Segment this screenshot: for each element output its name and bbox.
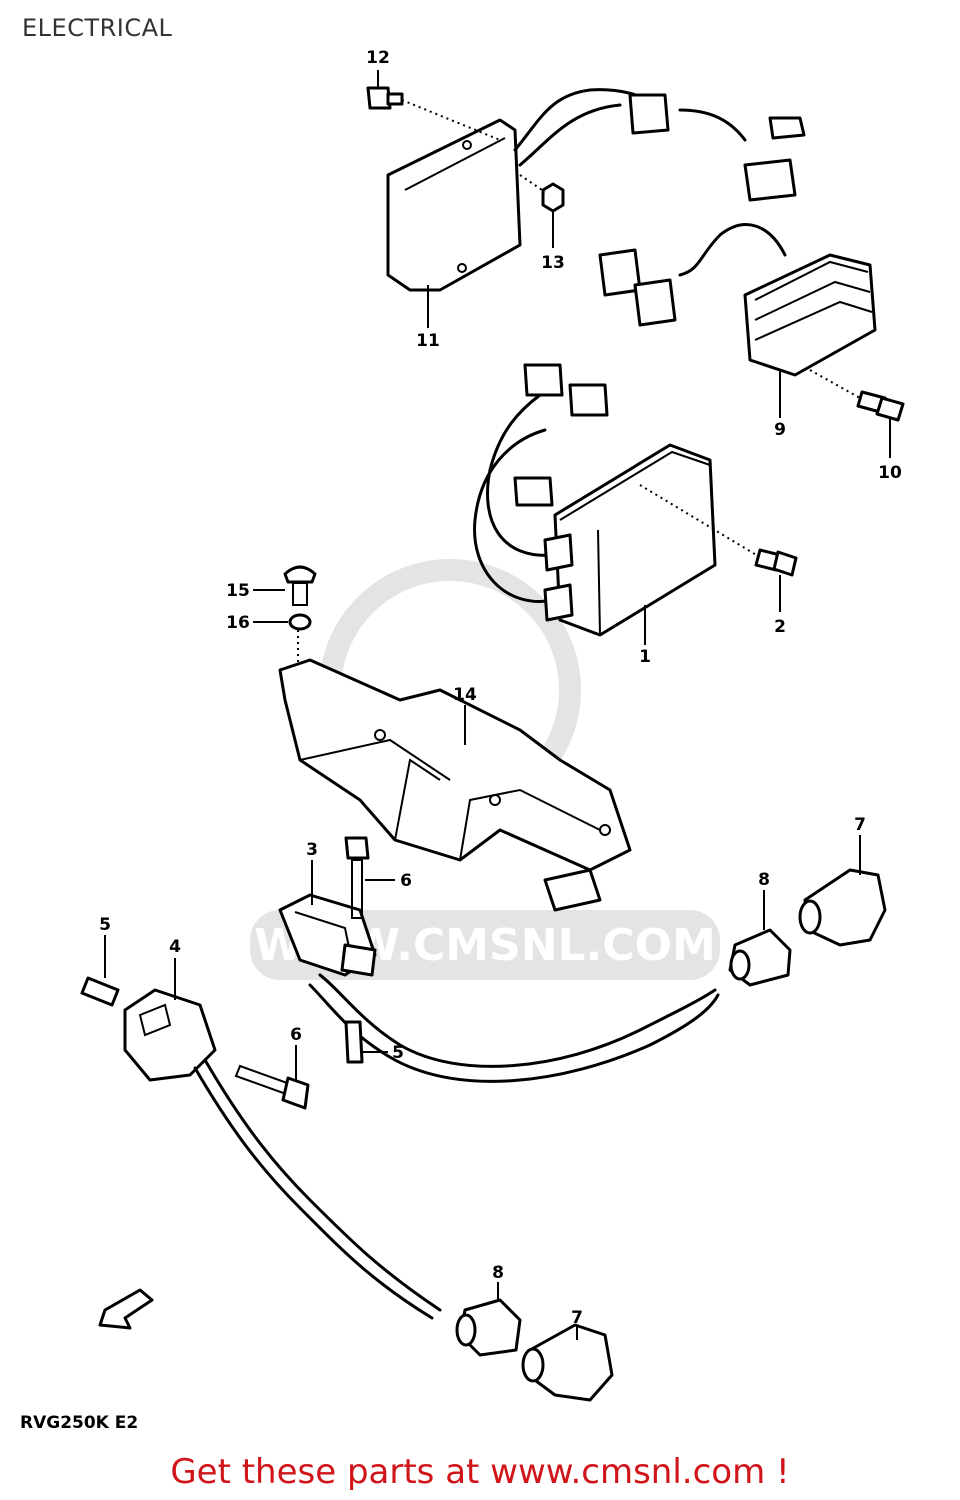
callout-1: 1	[639, 647, 651, 667]
callout-2: 2	[774, 617, 786, 637]
footer-link-text[interactable]: Get these parts at www.cmsnl.com !	[170, 1452, 790, 1492]
part-8-boot-lower	[455, 1298, 522, 1357]
part-15-16-fasteners	[283, 565, 317, 680]
part-9-regulator	[598, 223, 877, 377]
page-title: ELECTRICAL	[22, 14, 173, 42]
part-1-module	[473, 363, 717, 637]
callout-8-upper: 8	[758, 870, 770, 890]
part-12-screw	[366, 86, 501, 141]
callout-7-upper: 7	[854, 815, 866, 835]
part-14-bracket	[278, 658, 632, 912]
callout-6-upper: 6	[400, 871, 412, 891]
callout-15: 15	[226, 581, 250, 601]
callout-5-right: 5	[392, 1043, 404, 1063]
part-6-bolt-lower	[234, 1064, 310, 1110]
part-8-boot-upper	[728, 928, 792, 987]
callouts: 12 13 11 9 10 2 1 15 16 14 3 6 5 4 6 5 7…	[99, 48, 902, 1328]
part-10-screw	[809, 369, 905, 422]
part-4-coil	[123, 988, 442, 1320]
front-arrow-icon	[98, 1288, 154, 1330]
model-code: RVG250K E2	[20, 1413, 139, 1433]
callout-8-lower: 8	[492, 1263, 504, 1283]
part-7-cap-lower	[521, 1323, 614, 1402]
callout-14: 14	[453, 685, 477, 705]
callout-9: 9	[774, 420, 786, 440]
part-5-pin-left	[80, 976, 120, 1007]
callout-3: 3	[306, 840, 318, 860]
part-13-nut	[519, 174, 565, 213]
callout-16: 16	[226, 613, 250, 633]
part-7-cap-upper	[798, 868, 887, 947]
callout-4: 4	[169, 937, 181, 957]
callout-10: 10	[878, 463, 902, 483]
callout-5-left: 5	[99, 915, 111, 935]
callout-13: 13	[541, 253, 565, 273]
part-5-pin-right	[344, 1020, 364, 1064]
callout-6-lower: 6	[290, 1025, 302, 1045]
callout-7-lower: 7	[571, 1308, 583, 1328]
leader-lines	[104, 70, 891, 1340]
part-2-screw	[639, 484, 798, 577]
callout-12: 12	[366, 48, 390, 68]
callout-11: 11	[416, 331, 440, 351]
part-6-bolt-upper	[344, 836, 370, 919]
part-11-unit	[386, 88, 806, 292]
